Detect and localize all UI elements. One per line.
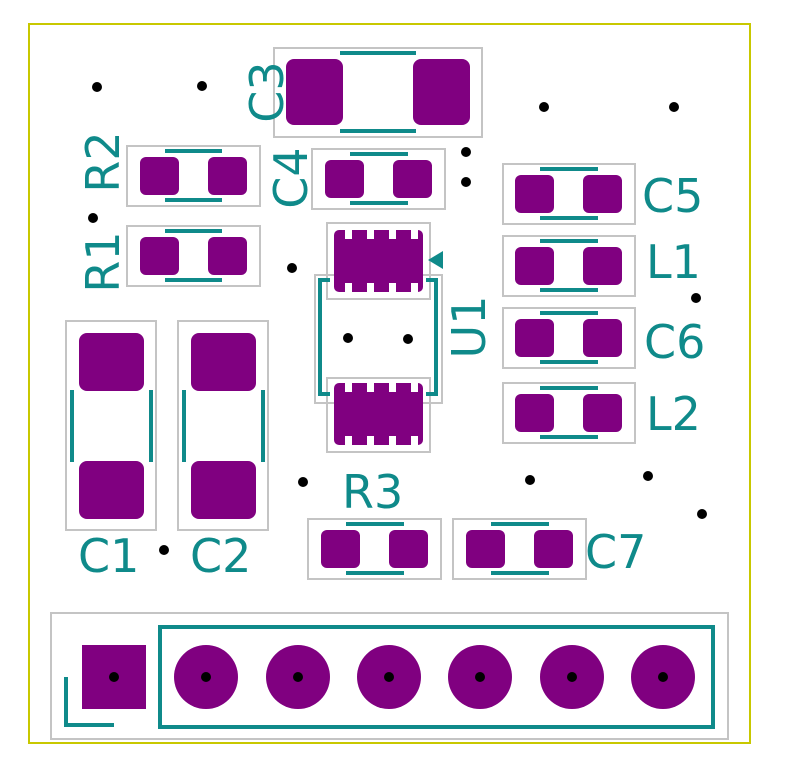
pad-c7-2[interactable]	[534, 530, 573, 568]
via[interactable]	[461, 177, 471, 187]
ref-c2: C2	[190, 529, 251, 583]
courtyard-c1	[65, 320, 157, 531]
drill-hole	[384, 672, 394, 682]
via[interactable]	[461, 147, 471, 157]
pad-r3-2[interactable]	[389, 530, 428, 568]
pad-r2-1[interactable]	[140, 157, 179, 195]
ref-c4: C4	[264, 147, 318, 208]
silk-u1-right	[426, 278, 438, 396]
pad-c5-1[interactable]	[515, 175, 554, 213]
via[interactable]	[691, 293, 701, 303]
silk-header-body	[158, 625, 715, 729]
pad-group-u1-top[interactable]	[334, 230, 423, 292]
via[interactable]	[403, 334, 413, 344]
courtyard-r2	[126, 145, 261, 207]
pad-c6-1[interactable]	[515, 319, 554, 357]
drill-hole	[567, 672, 577, 682]
drill-hole	[293, 672, 303, 682]
via[interactable]	[197, 81, 207, 91]
drill-hole	[658, 672, 668, 682]
component-c2[interactable]: C2	[177, 320, 269, 583]
via[interactable]	[643, 471, 653, 481]
pad-c6-2[interactable]	[583, 319, 622, 357]
via[interactable]	[697, 509, 707, 519]
pad-c2-1[interactable]	[191, 333, 256, 391]
pad-c1-1[interactable]	[79, 333, 144, 391]
component-c3[interactable]: C3	[240, 47, 483, 138]
component-r3[interactable]: R3	[307, 465, 442, 580]
component-l1[interactable]: L1	[502, 235, 701, 297]
component-l2[interactable]: L2	[502, 382, 701, 444]
via[interactable]	[669, 102, 679, 112]
pad-r2-2[interactable]	[208, 157, 247, 195]
pad-l1-2[interactable]	[583, 247, 622, 285]
pad-r1-1[interactable]	[140, 237, 179, 275]
ref-c7: C7	[585, 525, 646, 579]
ref-c6: C6	[644, 315, 705, 369]
pin-header[interactable]	[50, 612, 729, 740]
courtyard-c3	[273, 47, 483, 138]
via[interactable]	[88, 213, 98, 223]
component-u1[interactable]: U1	[314, 222, 496, 453]
component-r1[interactable]: R1	[76, 225, 261, 293]
courtyard-c2	[177, 320, 269, 531]
pad-r3-1[interactable]	[321, 530, 360, 568]
pad-c2-2[interactable]	[191, 461, 256, 519]
ref-c3: C3	[240, 61, 294, 122]
courtyard-c4	[311, 148, 446, 210]
courtyard-c7	[452, 518, 587, 580]
component-c5[interactable]: C5	[502, 163, 703, 225]
courtyard-c5	[502, 163, 636, 225]
via[interactable]	[159, 545, 169, 555]
component-c7[interactable]: C7	[452, 518, 646, 580]
via[interactable]	[298, 477, 308, 487]
pad-l1-1[interactable]	[515, 247, 554, 285]
pad-c4-2[interactable]	[393, 160, 432, 198]
ref-r1: R1	[76, 231, 130, 292]
drill-hole	[109, 672, 119, 682]
via[interactable]	[525, 475, 535, 485]
component-c6[interactable]: C6	[502, 307, 705, 369]
ref-c1: C1	[78, 529, 139, 583]
component-c4[interactable]: C4	[264, 147, 446, 210]
silk-u1-left	[318, 278, 330, 396]
via[interactable]	[343, 333, 353, 343]
pad-c5-2[interactable]	[583, 175, 622, 213]
vias	[88, 81, 707, 555]
courtyard-l2	[502, 382, 636, 444]
via[interactable]	[92, 82, 102, 92]
pad-c4-1[interactable]	[325, 160, 364, 198]
ref-l1: L1	[646, 235, 701, 289]
pad-c3-1[interactable]	[286, 59, 343, 125]
pad-l2-2[interactable]	[583, 394, 622, 432]
via[interactable]	[287, 263, 297, 273]
pad-l2-1[interactable]	[515, 394, 554, 432]
pad-r1-2[interactable]	[208, 237, 247, 275]
pad-c7-1[interactable]	[466, 530, 505, 568]
ref-c5: C5	[642, 169, 703, 223]
pad-c1-2[interactable]	[79, 461, 144, 519]
courtyard-c6	[502, 307, 636, 369]
ref-r3: R3	[342, 465, 403, 519]
ref-u1: U1	[442, 296, 496, 359]
courtyard-l1	[502, 235, 636, 297]
silk-pin1-corner	[64, 677, 114, 727]
courtyard-r3	[307, 518, 442, 580]
pin1-marker	[428, 251, 443, 269]
courtyard-header	[50, 612, 729, 740]
courtyard-r1	[126, 225, 261, 287]
ref-l2: L2	[646, 387, 701, 441]
drill-hole	[475, 672, 485, 682]
courtyard-u1-bottom	[326, 377, 431, 453]
pad-group-u1-bottom[interactable]	[334, 383, 423, 445]
ref-r2: R2	[76, 131, 130, 192]
via[interactable]	[539, 102, 549, 112]
component-r2[interactable]: R2	[76, 131, 261, 207]
component-c1[interactable]: C1	[65, 320, 157, 583]
drill-hole	[201, 672, 211, 682]
pad-c3-2[interactable]	[413, 59, 470, 125]
